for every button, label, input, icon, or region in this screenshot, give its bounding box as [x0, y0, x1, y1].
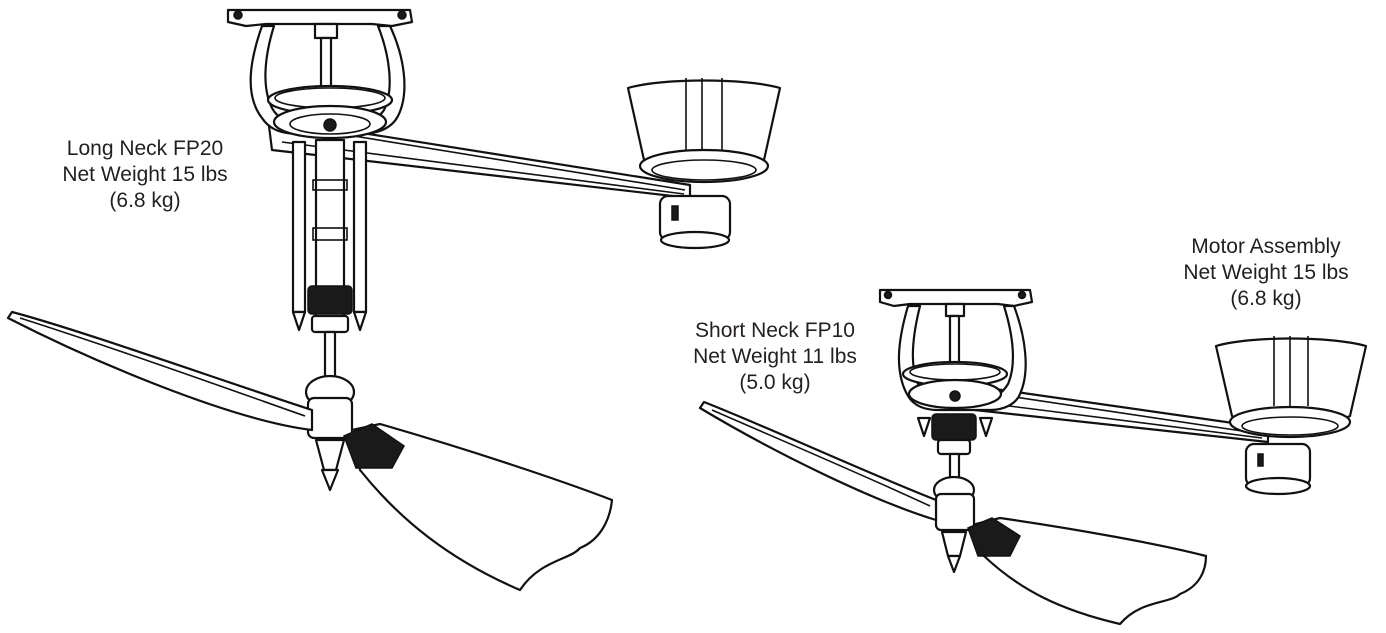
- short-neck-weight: Net Weight 11 lbs: [693, 345, 857, 368]
- motor-bottom: [1214, 336, 1368, 496]
- short-neck-downrod: [931, 413, 977, 441]
- short-neck-weight-kg: (5.0 kg): [739, 371, 811, 394]
- short-neck-label: Short Neck FP10 Net Weight 11 lbs (5.0 k…: [650, 318, 900, 396]
- short-neck-blade-left: [698, 400, 938, 522]
- motor-label: Motor Assembly Net Weight 15 lbs (6.8 kg…: [1146, 234, 1386, 312]
- short-neck-model: Short Neck FP10: [695, 319, 855, 342]
- long-neck-lyre-frame: [249, 24, 406, 136]
- long-neck-fan: [6, 8, 692, 592]
- long-neck-blade-right: [350, 422, 614, 592]
- long-neck-ceiling-bracket: [226, 8, 414, 28]
- motor-top: [626, 78, 782, 250]
- short-neck-ceiling-bracket: [878, 288, 1034, 308]
- long-neck-blade-left: [6, 310, 314, 432]
- motor-title: Motor Assembly: [1191, 235, 1341, 258]
- motor-weight-kg: (6.8 kg): [1230, 287, 1302, 310]
- long-neck-weight: Net Weight 15 lbs: [62, 163, 228, 186]
- short-neck-fan: [698, 288, 1270, 626]
- motor-weight: Net Weight 15 lbs: [1183, 261, 1349, 284]
- short-neck-blade-right: [974, 516, 1208, 626]
- long-neck-weight-kg: (6.8 kg): [109, 189, 181, 212]
- long-neck-model: Long Neck FP20: [66, 137, 224, 160]
- long-neck-label: Long Neck FP20 Net Weight 15 lbs (6.8 kg…: [20, 136, 270, 214]
